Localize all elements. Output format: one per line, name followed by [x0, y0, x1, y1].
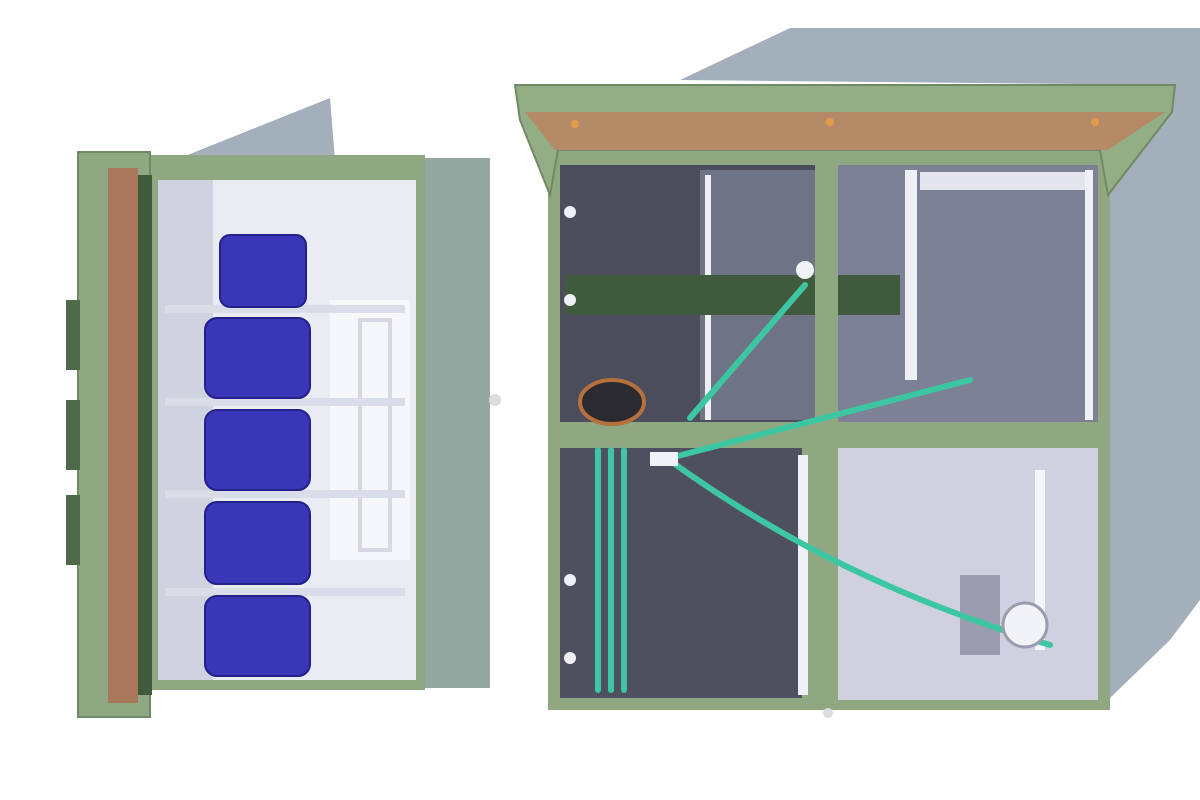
battery: [204, 409, 311, 491]
right-cabinet-latch: [823, 708, 833, 718]
battery: [204, 317, 311, 399]
conduit-pipe: [578, 378, 646, 426]
left-cabinet-shadow: [175, 98, 335, 160]
right-cabinet: [513, 84, 1177, 718]
battery: [204, 501, 311, 585]
cables: [595, 282, 1053, 693]
horizontal-divider: [556, 422, 1101, 448]
compartment-bottom-right: [838, 448, 1098, 700]
middle-shelf-bar: [565, 275, 900, 315]
shelves: [165, 305, 405, 596]
battery: [219, 234, 307, 308]
left-door-inner-panel: [108, 168, 138, 703]
left-cabinet: [66, 151, 501, 718]
battery: [204, 595, 311, 677]
cable-glands: [650, 261, 1049, 649]
roof-lights: [571, 118, 1099, 128]
batteries: [204, 234, 311, 677]
door-hinges: [66, 300, 80, 565]
left-cabinet-latch: [489, 394, 501, 406]
wall-mounts: [564, 206, 576, 664]
right-cabinet-shadow: [680, 28, 1200, 700]
